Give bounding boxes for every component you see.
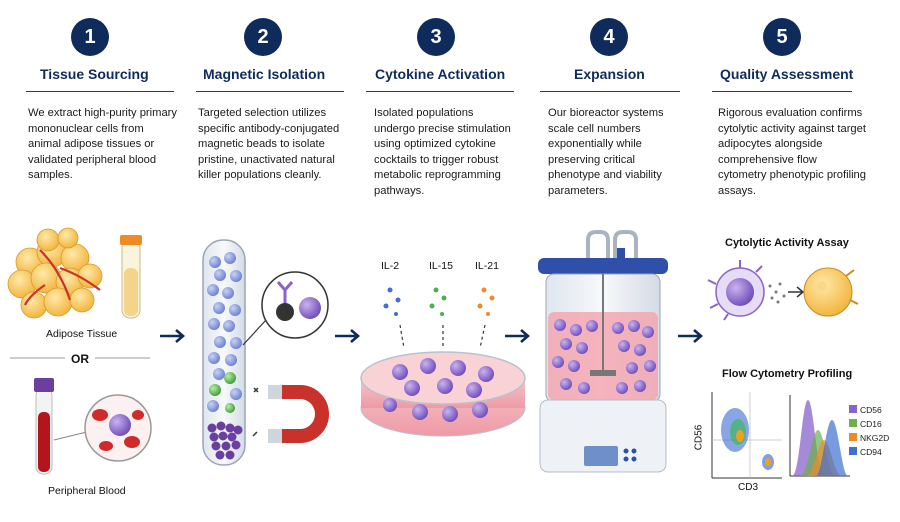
- legend-swatch: [849, 447, 857, 455]
- target-adipocyte-icon: [803, 267, 859, 317]
- or-label: OR: [71, 352, 89, 366]
- legend-item: CD94: [849, 445, 889, 459]
- flow-cytometry-title: Flow Cytometry Profiling: [722, 368, 853, 380]
- divider: [712, 91, 852, 92]
- legend-swatch: [849, 419, 857, 427]
- bioreactor-icon: [538, 230, 668, 473]
- legend-item: CD56: [849, 403, 889, 417]
- granule-particles: [768, 282, 786, 304]
- cytokine-label-il2: IL-2: [381, 260, 400, 272]
- step-description: Our bioreactor systems scale cell number…: [548, 107, 664, 197]
- legend-label: CD16: [860, 419, 882, 429]
- separation-column-icon: [202, 239, 246, 466]
- step-description: Isolated populations undergo precise sti…: [374, 107, 511, 197]
- adipose-tissue-icon: [7, 227, 103, 319]
- step-title: Cytokine Activation: [375, 66, 506, 82]
- divider: [26, 91, 174, 92]
- legend-item: CD16: [849, 417, 889, 431]
- cytolytic-assay-title: Cytolytic Activity Assay: [725, 237, 849, 249]
- cytokine-label-il21: IL-21: [475, 260, 499, 272]
- legend-label: CD94: [860, 447, 882, 457]
- legend-label: CD56: [860, 405, 882, 415]
- divider: [196, 91, 344, 92]
- step-title: Tissue Sourcing: [40, 66, 149, 82]
- test-tube-icon: [120, 235, 142, 319]
- x-axis-label: CD3: [738, 482, 759, 493]
- step-number-badge: 4: [590, 18, 628, 56]
- legend-swatch: [849, 433, 857, 441]
- blood-tube-icon: [34, 378, 54, 475]
- blood-magnifier-icon: [84, 394, 152, 462]
- step-description: We extract high-purity primary mononucle…: [28, 107, 178, 182]
- adipose-tissue-label: Adipose Tissue: [46, 328, 118, 340]
- y-axis-label: CD56: [693, 424, 705, 451]
- flow-dot-plot: [711, 392, 782, 479]
- flow-arrows: [160, 329, 703, 343]
- step-number-badge: 2: [244, 18, 282, 56]
- step-number-badge: 3: [417, 18, 455, 56]
- legend-label: NKG2D: [860, 433, 890, 443]
- legend-item: NKG2D: [849, 431, 889, 445]
- step-title: Quality Assessment: [720, 66, 854, 82]
- magnet-icon: [252, 385, 329, 443]
- step-description: Targeted selection utilizes specific ant…: [198, 107, 340, 182]
- peripheral-blood-label: Peripheral Blood: [48, 485, 126, 497]
- step-title: Expansion: [574, 66, 645, 82]
- marker-legend: CD56 CD16 NKG2D CD94: [849, 403, 889, 459]
- nk-cell-icon: [707, 260, 765, 321]
- legend-swatch: [849, 405, 857, 413]
- step-number-badge: 5: [763, 18, 801, 56]
- petri-dish-icon: [360, 351, 526, 437]
- flow-histogram: [789, 395, 850, 477]
- step-description: Rigorous evaluation confirms cytolytic a…: [718, 107, 866, 197]
- step-title: Magnetic Isolation: [203, 66, 326, 82]
- divider: [366, 91, 514, 92]
- bead-magnifier-icon: [261, 271, 329, 339]
- divider: [540, 91, 680, 92]
- step-number-badge: 1: [71, 18, 109, 56]
- cytokine-particles: [383, 287, 495, 316]
- display-screen: [584, 446, 618, 466]
- cytokine-label-il15: IL-15: [429, 260, 453, 272]
